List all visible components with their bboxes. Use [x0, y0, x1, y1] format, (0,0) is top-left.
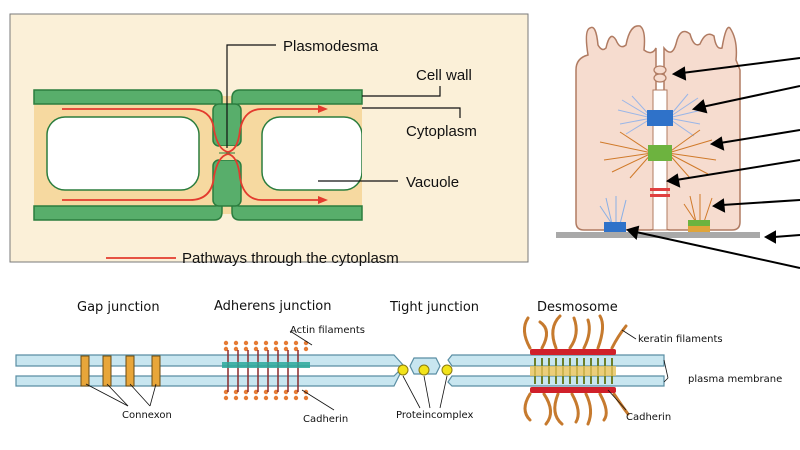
connexons [80, 355, 161, 387]
junction-leader-lines [85, 329, 669, 411]
pointer-arrows [626, 57, 800, 269]
desmosome-icon [599, 129, 717, 179]
basement-membrane [556, 232, 760, 238]
protein-complex-label: Proteincomplex [396, 410, 474, 421]
gap-junction-icon [650, 188, 670, 197]
actin-filaments-label: Actin filaments [290, 325, 365, 336]
plasma-membranes [15, 354, 665, 387]
cell-wall-label: Cell wall [416, 67, 472, 84]
epithelial-panel [556, 25, 800, 269]
hemidesmosome-icon [599, 196, 627, 232]
cytoplasm-label: Cytoplasm [406, 123, 477, 140]
adherens-junction-detail [222, 340, 310, 401]
vacuole-left [46, 116, 200, 191]
junctions-panel: Gap junction Adherens junction Tight jun… [15, 299, 782, 426]
adherens-junction-title: Adherens junction [214, 299, 332, 314]
focal-adhesion-icon [683, 194, 713, 232]
cadherin-label-desmosome: Cadherin [626, 412, 671, 423]
cadherin-label-adherens: Cadherin [303, 414, 348, 425]
pathway-legend-label: Pathways through the cytoplasm [182, 250, 399, 267]
protein-complexes [397, 364, 453, 376]
plasmodesma-panel: Plasmodesma Cell wall Cytoplasm Vacuole … [9, 13, 529, 267]
tight-junction-icon [653, 65, 667, 83]
tight-junction-title: Tight junction [389, 300, 479, 315]
cytoplasm-pathways [62, 105, 328, 204]
epithelial-cell-left [575, 25, 657, 231]
plasma-membrane-label: plasma membrane [688, 374, 782, 385]
desmosome-detail [523, 314, 630, 426]
desmosome-title: Desmosome [537, 300, 618, 315]
connexon-label: Connexon [122, 410, 172, 421]
vacuole-right [261, 116, 363, 191]
leader-lines [106, 44, 461, 259]
epithelial-cell-right [663, 26, 741, 231]
vacuole-label: Vacuole [406, 174, 459, 191]
keratin-filaments-label: keratin filaments [638, 334, 723, 345]
gap-junction-title: Gap junction [77, 300, 160, 315]
plasmodesma-label: Plasmodesma [283, 38, 379, 55]
adherens-junction-icon [617, 93, 703, 137]
